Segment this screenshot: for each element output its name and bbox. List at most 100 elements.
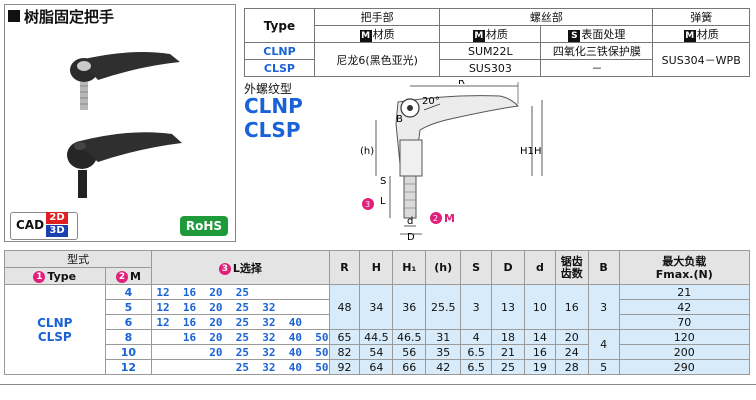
svg-text:2: 2 — [433, 214, 438, 223]
dim-R-label: R — [458, 80, 465, 87]
h-small-value: 25.5 — [425, 284, 462, 330]
col-B-header: B — [587, 250, 620, 285]
dim-S-label: S — [380, 176, 386, 187]
load-value: 120 — [618, 329, 751, 345]
cad-2d-button[interactable]: 2D — [46, 212, 68, 224]
r-value: 82 — [328, 344, 361, 360]
d-value: 14 — [523, 329, 556, 345]
m-value: 4 — [104, 284, 153, 300]
r-value: 92 — [328, 359, 361, 375]
col-teeth-header: 锯齿 齿数 — [554, 250, 589, 285]
h-small-value: 42 — [425, 359, 462, 375]
product-panel — [4, 4, 236, 242]
dim-angle-label: 20° — [422, 96, 440, 107]
code-clnp: CLNP — [244, 94, 303, 118]
h1-value: 46.5 — [392, 329, 427, 345]
material-type-header: Type — [244, 8, 315, 43]
h-value: 64 — [359, 359, 394, 375]
col-d-header: d — [523, 250, 556, 285]
surface-value: － — [540, 59, 654, 77]
code-clsp: CLSP — [244, 118, 301, 142]
dim-h-label: (h) — [360, 146, 374, 157]
teeth-value: 24 — [554, 344, 589, 360]
h-small-value: 31 — [425, 329, 462, 345]
cad-3d-button[interactable]: 3D — [46, 225, 68, 237]
screw-material-value: SUS303 — [439, 59, 542, 77]
technical-drawing: R 20° B (h) H H1 S L d D 3 2 M — [360, 80, 543, 240]
l-select-marker-icon — [362, 198, 374, 210]
load-value: 21 — [618, 284, 751, 300]
dim-D-label: D — [407, 232, 415, 240]
l-options: 16 20 25 32 40 50 — [151, 329, 330, 345]
handle-lower-image — [67, 132, 182, 198]
b-value: 5 — [587, 359, 620, 375]
h1-value: 36 — [392, 284, 427, 330]
m-value: 5 — [104, 299, 153, 315]
l-options: 12 16 20 25 — [151, 284, 330, 300]
teeth-value: 16 — [554, 284, 589, 330]
spring-header: 弹簧 — [652, 8, 750, 26]
dim-H1-label: H1 — [520, 146, 534, 157]
dim-B-label: B — [396, 114, 403, 125]
d-big-value: 18 — [491, 329, 525, 345]
d-big-value: 25 — [491, 359, 525, 375]
l-options: 25 32 40 50 — [151, 359, 330, 375]
handle-header: 把手部 — [313, 8, 441, 26]
r-value: 65 — [328, 329, 361, 345]
dim-d-label: d — [407, 216, 413, 227]
s-value: 3 — [460, 284, 493, 330]
r-value: 48 — [328, 284, 361, 330]
h1-value: 66 — [392, 359, 427, 375]
handle-upper-image — [70, 52, 180, 110]
col-S-header: S — [460, 250, 493, 285]
h-value: 54 — [359, 344, 394, 360]
s-value: 6.5 — [460, 359, 493, 375]
col-H1-header: H₁ — [392, 250, 427, 285]
d-value: 10 — [523, 284, 556, 330]
dim-L-label: L — [380, 196, 386, 207]
m-value: 6 — [104, 314, 153, 330]
m-select-label: M — [444, 212, 455, 225]
model-header: 型式 — [3, 250, 153, 268]
s-value: 6.5 — [460, 344, 493, 360]
m-select-marker-icon — [430, 212, 442, 224]
spring-material-value: SUS304－WPB — [652, 42, 750, 77]
d-big-value: 13 — [491, 284, 525, 330]
d-big-value: 21 — [491, 344, 525, 360]
m-value: 10 — [104, 344, 153, 360]
h-small-value: 35 — [425, 344, 462, 360]
divider — [0, 384, 756, 385]
type-cell: CLNP CLSP — [4, 284, 106, 375]
screw-material-value: SUM22L — [439, 42, 542, 60]
external-thread-label: 外螺纹型 — [244, 82, 293, 96]
l-options: 12 16 20 25 32 40 — [151, 314, 330, 330]
material-row-type: CLNP — [244, 42, 315, 60]
d-value: 19 — [523, 359, 556, 375]
col-D-header: D — [491, 250, 525, 285]
col-H-header: H — [359, 250, 394, 285]
h1-value: 56 — [392, 344, 427, 360]
teeth-value: 20 — [554, 329, 589, 345]
product-photo — [67, 52, 182, 198]
load-value: 70 — [618, 314, 751, 330]
s-value: 4 — [460, 329, 493, 345]
screw-header: 螺丝部 — [439, 8, 654, 26]
handle-material-value: 尼龙6(黑色亚光) — [313, 42, 441, 77]
page-title: 树脂固定把手 — [24, 8, 115, 26]
h-value: 34 — [359, 284, 394, 330]
dim-H-label: H — [534, 146, 542, 157]
title-square-icon — [8, 10, 20, 22]
rohs-badge: RoHS — [180, 216, 228, 236]
b-value: 3 — [587, 284, 620, 330]
m-value: 12 — [104, 359, 153, 375]
l-options: 12 16 20 25 32 — [151, 299, 330, 315]
